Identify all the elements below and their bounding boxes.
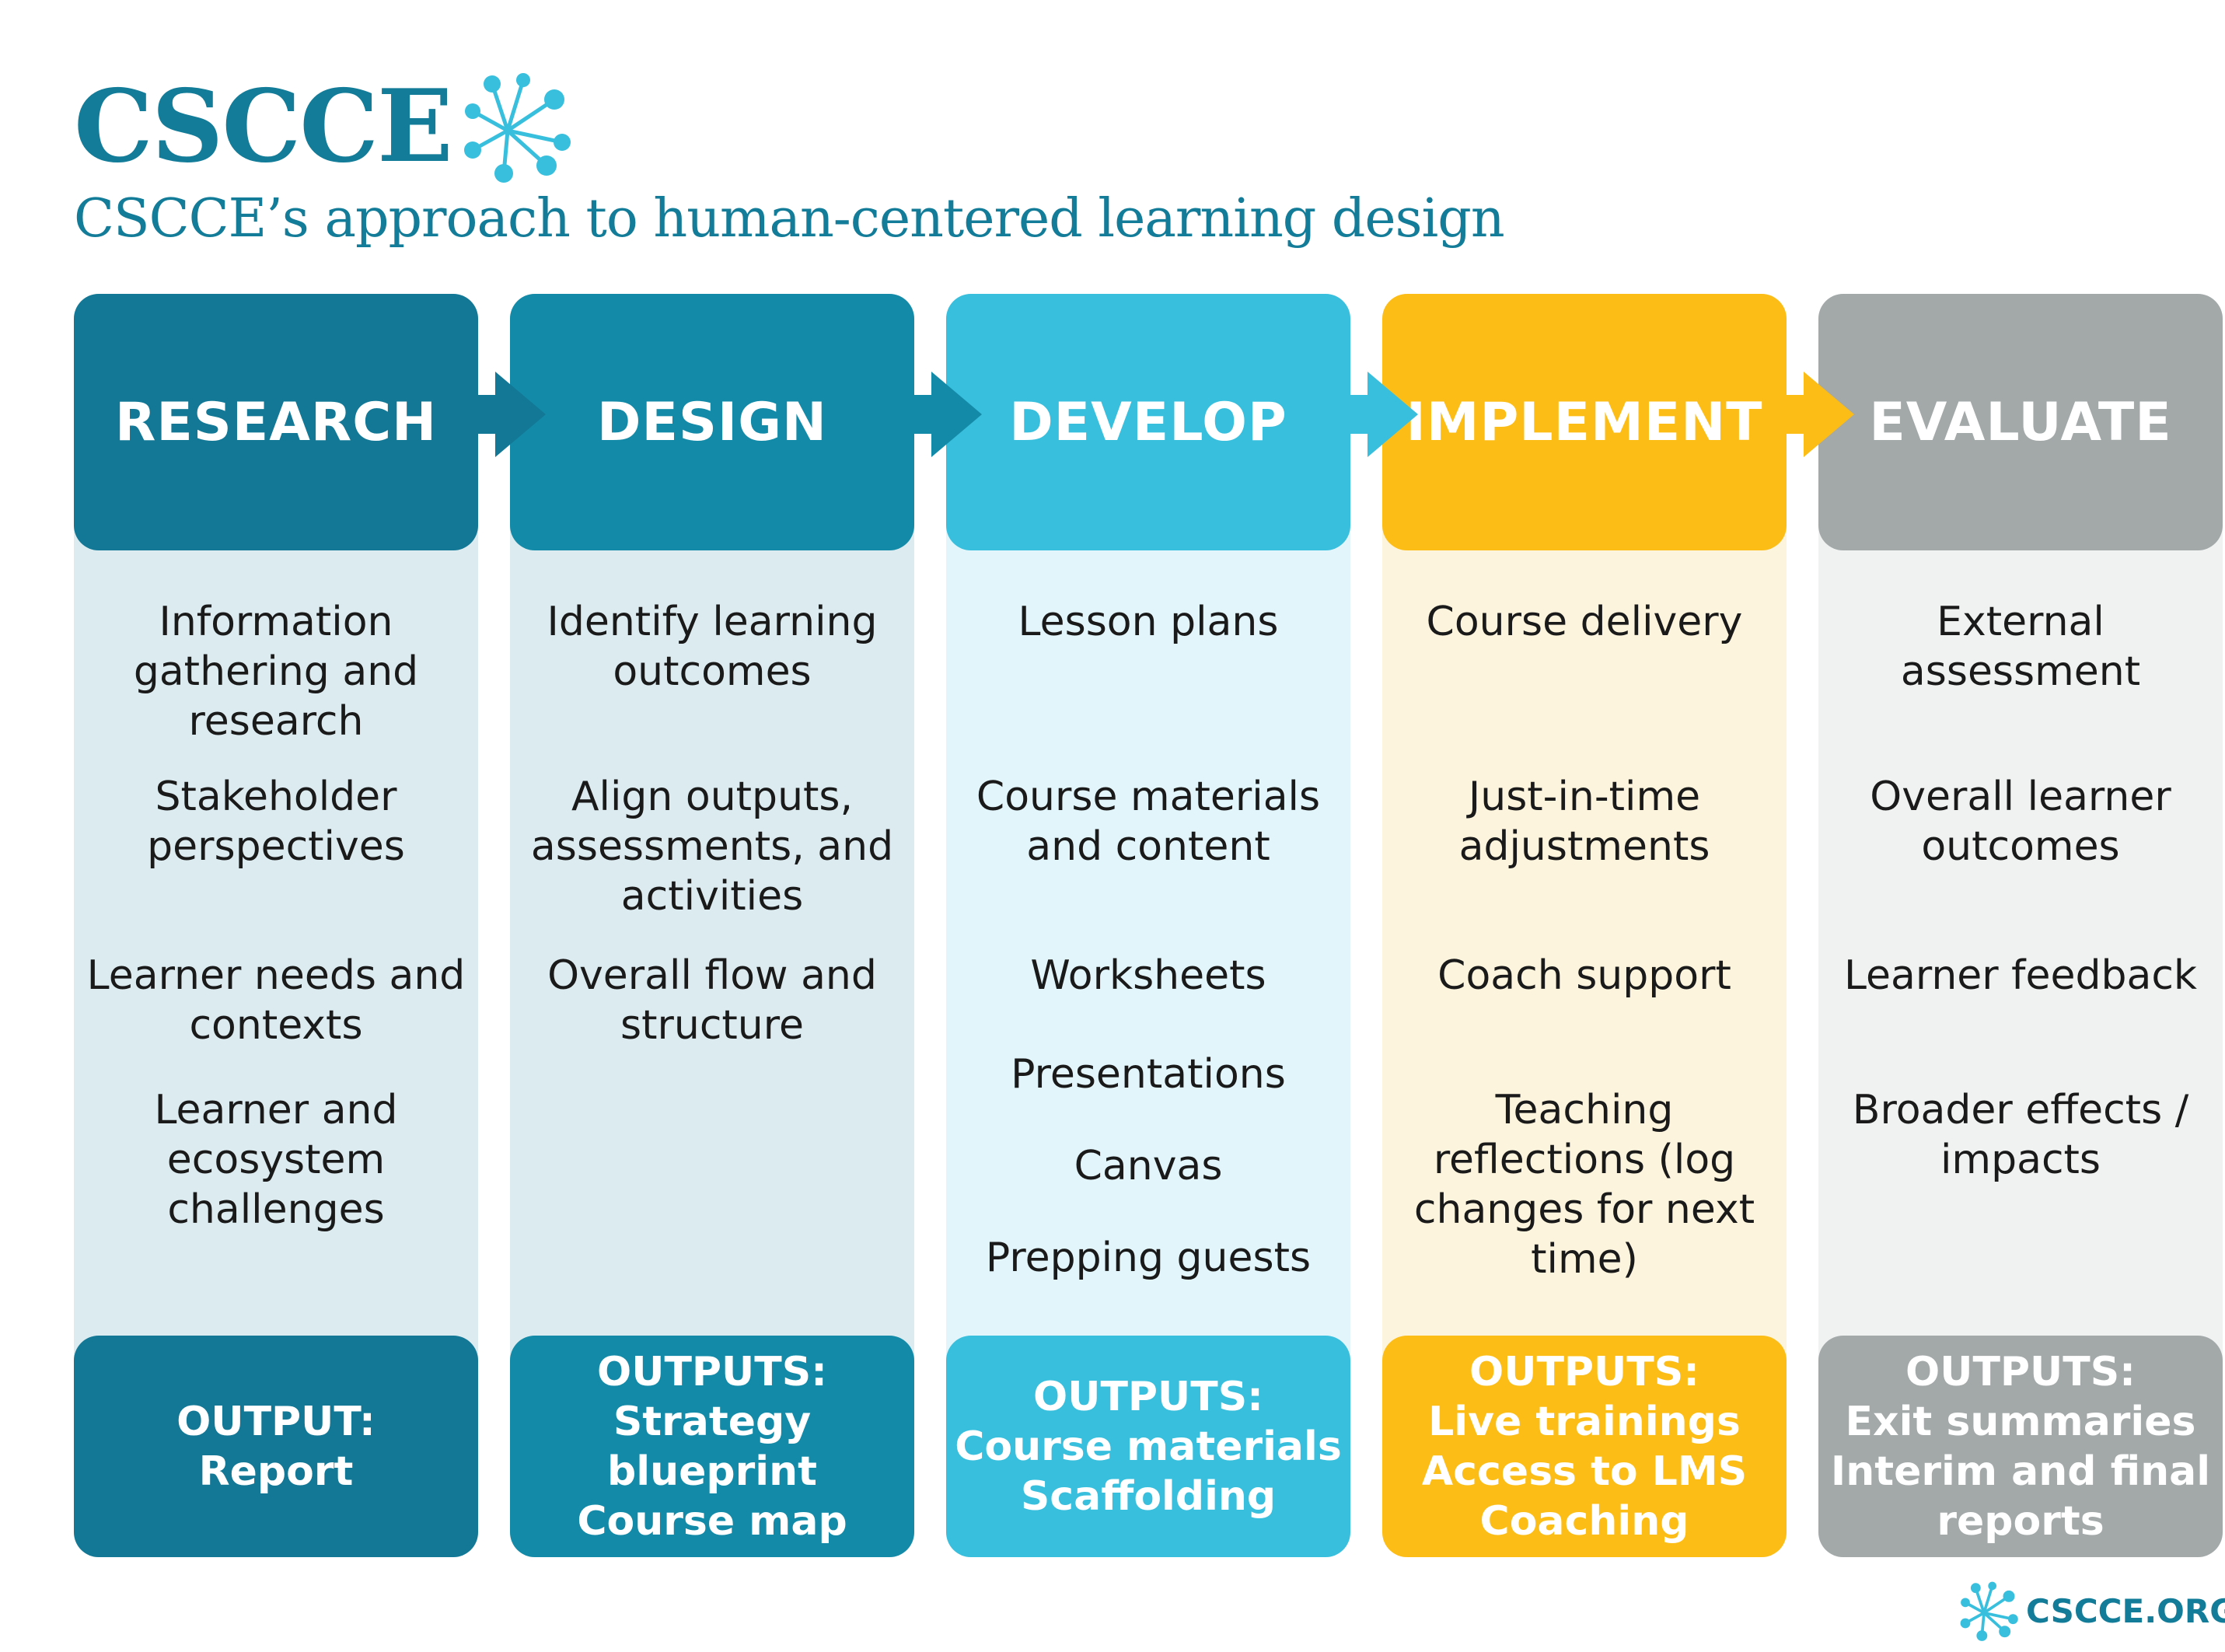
output-item: Strategy blueprint [607, 1398, 817, 1495]
website-link[interactable]: CSCCE.ORG [2026, 1591, 2225, 1630]
list-item: Information gathering and research [133, 599, 419, 745]
list-item: Canvas [1074, 1143, 1223, 1189]
output-item: Course materials [955, 1423, 1342, 1470]
list-item: Worksheets [1030, 952, 1266, 999]
output-design: OUTPUTS: Strategy blueprint Course map [510, 1336, 914, 1557]
output-evaluate: OUTPUTS: Exit summaries Interim and fina… [1818, 1336, 2223, 1557]
output-item: Scaffolding [1020, 1472, 1277, 1520]
list-item: Prepping guests [985, 1235, 1312, 1281]
output-label: OUTPUTS: [1469, 1348, 1699, 1395]
output-develop: OUTPUTS: Course materials Scaffolding [946, 1336, 1350, 1557]
output-item: Coaching [1479, 1497, 1689, 1545]
column-develop: DEVELOP Lesson plans Course materials an… [946, 294, 1350, 1557]
header-evaluate: EVALUATE [1818, 294, 2223, 550]
list-item: Just-in-time adjustments [1458, 774, 1710, 870]
list-item: Identify learning outcomes [547, 599, 878, 695]
list-item: Learner needs and contexts [86, 952, 466, 1049]
network-flower-icon [463, 73, 571, 183]
website-badge: CSCCE.ORG [1959, 1580, 2225, 1642]
list-item: Course materials and content [976, 774, 1321, 870]
output-item: Access to LMS [1421, 1448, 1748, 1495]
arrow-right-icon [476, 372, 546, 457]
logo-text: CSCCE [74, 68, 453, 185]
list-item: Learner feedback [1843, 952, 2198, 999]
arrow-right-icon [1348, 372, 1418, 457]
list-item: Stakeholder perspectives [147, 774, 405, 870]
list-item: Lesson plans [1018, 599, 1279, 645]
output-item: Report [198, 1448, 354, 1495]
network-flower-icon [1960, 1581, 2018, 1641]
output-label: OUTPUTS: [597, 1348, 827, 1395]
arrow-right-icon [912, 372, 982, 457]
output-item: Live trainings [1428, 1398, 1741, 1445]
cscce-logo: CSCCE [74, 68, 578, 185]
list-item: Presentations [1011, 1051, 1286, 1098]
column-implement: IMPLEMENT Course delivery Just-in-time a… [1382, 294, 1787, 1557]
list-item: Align outputs, assessments, and activiti… [530, 774, 894, 920]
list-item: Overall flow and structure [547, 952, 877, 1049]
output-label: OUTPUT: [176, 1398, 375, 1445]
list-item: Course delivery [1426, 599, 1743, 645]
column-design: DESIGN Identify learning outcomes Align … [510, 294, 914, 1557]
header-develop: DEVELOP [946, 294, 1350, 550]
output-item: Course map [577, 1497, 847, 1545]
header-design: DESIGN [510, 294, 914, 550]
arrow-right-icon [1784, 372, 1854, 457]
column-research: RESEARCH Information gathering and resea… [74, 294, 478, 1557]
header-implement: IMPLEMENT [1382, 294, 1787, 550]
header-research: RESEARCH [74, 294, 478, 550]
output-label: OUTPUTS: [1033, 1373, 1263, 1420]
list-item: Learner and ecosystem challenges [154, 1087, 398, 1233]
output-item: Interim and final reports [1830, 1448, 2211, 1545]
output-implement: OUTPUTS: Live trainings Access to LMS Co… [1382, 1336, 1787, 1557]
list-item: Broader effects / impacts [1852, 1087, 2189, 1183]
column-evaluate: EVALUATE External assessment Overall lea… [1818, 294, 2223, 1557]
output-research: OUTPUT: Report [74, 1336, 478, 1557]
list-item: Teaching reflections (log changes for ne… [1413, 1087, 1755, 1283]
output-label: OUTPUTS: [1905, 1348, 2136, 1395]
list-item: External assessment [1900, 599, 2141, 695]
list-item: Overall learner outcomes [1870, 774, 2171, 870]
list-item: Coach support [1437, 952, 1731, 999]
output-item: Exit summaries [1845, 1398, 2196, 1445]
page-title: CSCCE’s approach to human-centered learn… [74, 188, 1505, 250]
